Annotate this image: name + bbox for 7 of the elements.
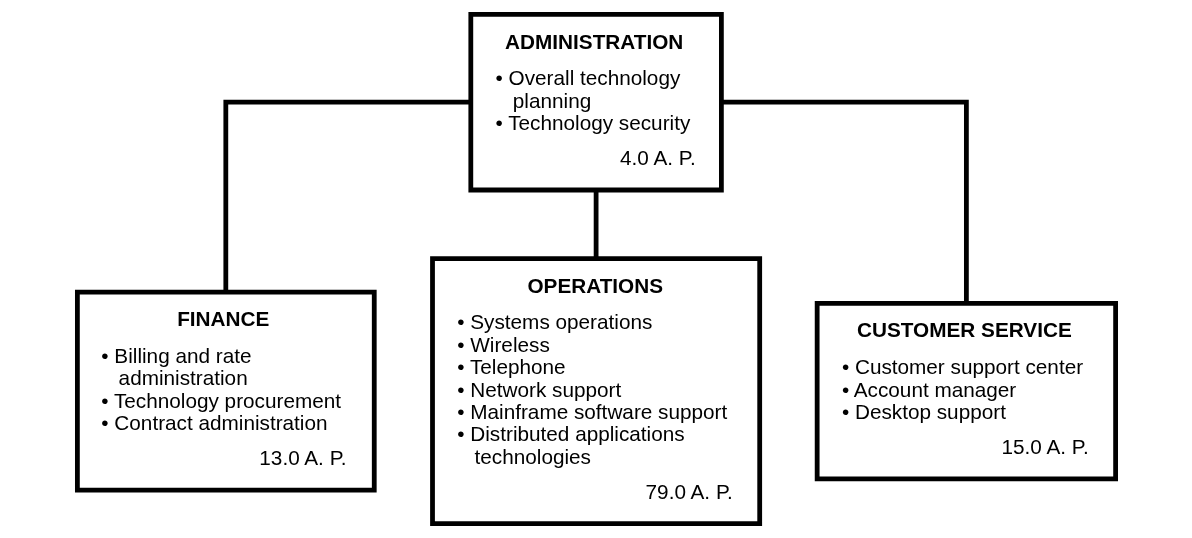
connector (593, 190, 598, 259)
node-box: FINANCE • Billing and rate administration • Technology procurement • Contract administration 13.0 A. P. (74, 289, 377, 493)
node-box: CUSTOMER SERVICE • Customer support center • Account manager • Desktop support 15.0 A. P. (814, 300, 1118, 482)
node-box: ADMINISTRATION • Overall technology planning • Technology security 4.0 A. P. (467, 12, 724, 193)
connector (720, 99, 969, 303)
node-box: OPERATIONS • Systems operations • Wireless • Telephone • Network support • Mainframe software support • Distributed applications technologies 79.0 A. P. (429, 256, 762, 526)
connector (222, 99, 471, 293)
